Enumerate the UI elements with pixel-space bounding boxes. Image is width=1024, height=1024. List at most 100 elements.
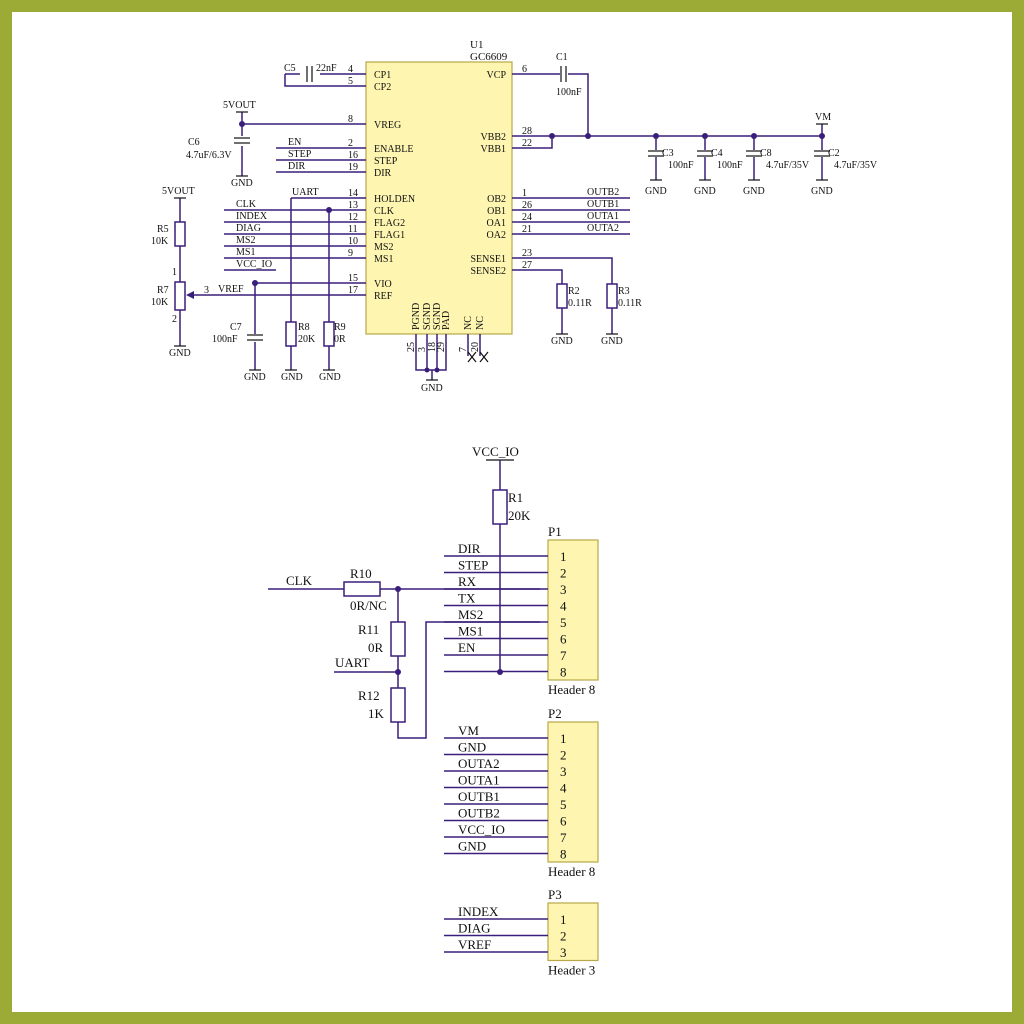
header-net-label: GND bbox=[458, 740, 486, 755]
net-label-left: MS2 bbox=[236, 235, 255, 246]
header-pin-num: 3 bbox=[560, 945, 567, 960]
u1-pin-num: 19 bbox=[348, 162, 358, 173]
header-net-label: OUTB2 bbox=[458, 806, 500, 821]
u1-pin-name: MS1 bbox=[374, 254, 393, 265]
u1-pin-num: 6 bbox=[522, 64, 527, 75]
u1-ref: U1 bbox=[470, 39, 483, 51]
u1-pin-num: 5 bbox=[348, 76, 353, 87]
r7-pin3: 3 bbox=[204, 285, 209, 296]
u1-pin-num: 25 bbox=[406, 342, 417, 352]
u1-pin-name: VIO bbox=[374, 279, 392, 290]
header-net-label: OUTB1 bbox=[458, 789, 500, 804]
net-label-right: OUTB1 bbox=[587, 199, 619, 210]
cap-ref: C8 bbox=[760, 148, 772, 159]
u1-pin-num: 20 bbox=[470, 342, 481, 352]
header-pin-num: 3 bbox=[560, 582, 567, 597]
u1-pin-num: 10 bbox=[348, 236, 358, 247]
header-pin-num: 5 bbox=[560, 797, 567, 812]
net-label-left: EN bbox=[288, 137, 301, 148]
r8-ref: R8 bbox=[298, 322, 310, 333]
r7-pin1: 1 bbox=[172, 267, 177, 278]
u1-pin-num: 8 bbox=[348, 114, 353, 125]
u1-pin-num: 1 bbox=[522, 188, 527, 199]
u1-pin-name: ENABLE bbox=[374, 144, 413, 155]
header-net-label: OUTA1 bbox=[458, 773, 500, 788]
header-circuit: VCC_IO R1 20K CLK R10 0R/NC R11 0R R12 1… bbox=[268, 444, 599, 978]
u1-pin-name: STEP bbox=[374, 156, 398, 167]
gnd-r3: GND bbox=[601, 336, 623, 347]
gnd-c7: GND bbox=[244, 372, 266, 383]
r12-ref: R12 bbox=[358, 688, 380, 703]
u1-pin-name: NC bbox=[475, 316, 486, 330]
r7-body bbox=[174, 281, 186, 311]
r2-val: 0.11R bbox=[568, 298, 592, 309]
header-net-label: GND bbox=[458, 839, 486, 854]
header-pin-num: 7 bbox=[560, 830, 567, 845]
vccio-label: VCC_IO bbox=[472, 444, 519, 459]
vbb-capacitors: C3100nFGNDC4100nFGNDC84.7uF/35VGNDC24.7u… bbox=[645, 133, 878, 197]
r7-val: 10K bbox=[151, 297, 169, 308]
r11-ref: R11 bbox=[358, 622, 379, 637]
vm-label: VM bbox=[815, 112, 831, 123]
u1-pin-name: SGND bbox=[422, 303, 433, 330]
gnd-r8: GND bbox=[281, 372, 303, 383]
u1-pin-name: MS2 bbox=[374, 242, 393, 253]
c1-val: 100nF bbox=[556, 87, 582, 98]
header-pin-num: 1 bbox=[560, 549, 567, 564]
clk-label: CLK bbox=[286, 573, 313, 588]
r5-body bbox=[174, 221, 186, 247]
header-net-label: VM bbox=[458, 723, 479, 738]
header-body bbox=[547, 721, 599, 863]
r7-ref: R7 bbox=[157, 285, 169, 296]
u1-pin-name: FLAG1 bbox=[374, 230, 405, 241]
header-pin-num: 8 bbox=[560, 847, 567, 862]
net-label-left: DIAG bbox=[236, 223, 261, 234]
net-label-left: DIR bbox=[288, 161, 306, 172]
c7-ref: C7 bbox=[230, 322, 242, 333]
u1-pin-num: 24 bbox=[522, 212, 532, 223]
u1-pin-num: 12 bbox=[348, 212, 358, 223]
r2-ref: R2 bbox=[568, 286, 580, 297]
net-label-right: OUTA2 bbox=[587, 223, 619, 234]
c6-ref: C6 bbox=[188, 137, 200, 148]
gnd-label: GND bbox=[645, 186, 667, 197]
cap-ref: C4 bbox=[711, 148, 723, 159]
v5-label-top: 5VOUT bbox=[223, 100, 256, 111]
r11-body bbox=[390, 621, 406, 657]
header-net-label: TX bbox=[458, 591, 476, 606]
u1-pin-name: DIR bbox=[374, 168, 392, 179]
r1-body bbox=[492, 489, 508, 525]
u1-pin-name: OB2 bbox=[487, 194, 506, 205]
header-net-label: STEP bbox=[458, 558, 488, 573]
u1-pin-num: 23 bbox=[522, 248, 532, 259]
u1-pin-name: CP2 bbox=[374, 82, 391, 93]
u1-pin-num: 13 bbox=[348, 200, 358, 211]
u1-pin-num: 18 bbox=[427, 342, 438, 352]
header-pin-num: 4 bbox=[560, 599, 567, 614]
cap-val: 100nF bbox=[668, 160, 694, 171]
u1-pin-num: 4 bbox=[348, 64, 353, 75]
r8-val: 20K bbox=[298, 334, 316, 345]
cap-val: 4.7uF/35V bbox=[766, 160, 810, 171]
r3-ref: R3 bbox=[618, 286, 630, 297]
header-ref: P1 bbox=[548, 524, 562, 539]
header-pin-num: 5 bbox=[560, 615, 567, 630]
u1-pin-num: 28 bbox=[522, 126, 532, 137]
u1-pin-name: FLAG2 bbox=[374, 218, 405, 229]
u1-pin-name: OA1 bbox=[487, 218, 506, 229]
u1-pin-num: 17 bbox=[348, 285, 358, 296]
header-pin-num: 2 bbox=[560, 929, 567, 944]
net-label-left: VCC_IO bbox=[236, 259, 272, 270]
net-label-right: OUTA1 bbox=[587, 211, 619, 222]
r2-body bbox=[556, 283, 568, 309]
net-label-left: VREF bbox=[218, 284, 244, 295]
header-net-label: MS2 bbox=[458, 607, 483, 622]
header-net-label: INDEX bbox=[458, 904, 499, 919]
gnd-r2: GND bbox=[551, 336, 573, 347]
gnd-label: GND bbox=[743, 186, 765, 197]
u1-pin-num: 29 bbox=[436, 342, 447, 352]
r1-val: 20K bbox=[508, 508, 531, 523]
header-name: Header 8 bbox=[548, 682, 595, 697]
header-pin-num: 7 bbox=[560, 648, 567, 663]
